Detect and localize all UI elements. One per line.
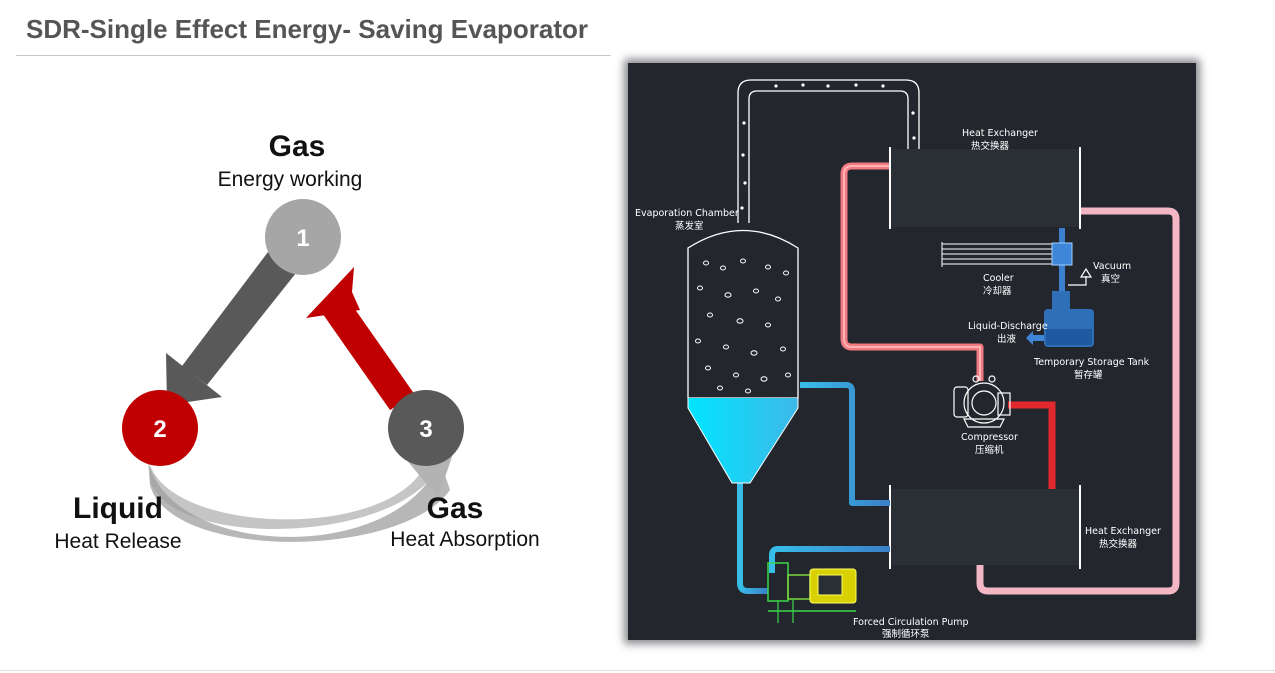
storage-tank-label-cn: 暂存罐 — [1074, 369, 1103, 381]
cooler-label-cn: 冷却器 — [983, 285, 1012, 297]
pump-label-cn: 强制循环泵 — [882, 628, 930, 640]
compressor-outlet-pipe — [1008, 401, 1056, 493]
vapor-bubbles — [740, 83, 916, 210]
cycle-node-3: 3 — [388, 390, 464, 466]
node-3-number: 3 — [419, 416, 432, 443]
node-2-state: Liquid — [73, 492, 163, 525]
cooler — [941, 228, 1073, 295]
vapor-pipe — [737, 79, 920, 223]
storage-tank — [1026, 291, 1094, 347]
compressor-label-cn: 压缩机 — [975, 444, 1004, 456]
top-heat-exchanger-label-cn: 热交换器 — [971, 140, 1010, 152]
evaporation-chamber — [687, 229, 799, 484]
node-3-state: Gas — [427, 492, 484, 525]
compressor-label: Compressor — [961, 432, 1018, 443]
evaporation-chamber-label-cn: 蒸发室 — [675, 220, 704, 232]
arrow-one-to-two — [182, 252, 296, 385]
liquid-discharge-label-cn: 出液 — [997, 333, 1017, 345]
phase-cycle-diagram: 1 Gas Energy working 2 Liquid Heat Relea… — [0, 60, 620, 670]
node-2-description: Heat Release — [54, 530, 181, 553]
top-heat-exchanger — [889, 147, 1081, 229]
node-2-number: 2 — [153, 416, 166, 443]
node-1-circle — [265, 199, 341, 275]
vacuum-label-cn: 真空 — [1101, 273, 1120, 285]
node-3-description: Heat Absorption — [390, 528, 539, 551]
evaporation-chamber-label: Evaporation Chamber — [635, 208, 739, 219]
node-3-circle — [388, 390, 464, 466]
vacuum-arrow — [1068, 267, 1093, 286]
node-1-state: Gas — [269, 130, 326, 163]
cycle-node-2: 2 — [122, 390, 198, 466]
arrow-three-to-one-head — [306, 267, 360, 318]
arrow-two-to-three-inner — [150, 465, 440, 529]
page-title: SDR-Single Effect Energy- Saving Evapora… — [26, 14, 589, 44]
cycle-node-1: 1 — [265, 199, 341, 275]
node-2-circle — [122, 390, 198, 466]
arrow-two-to-three — [148, 460, 450, 542]
top-heat-exchanger-label: Heat Exchanger — [962, 128, 1038, 139]
liquid-discharge-arrow — [1026, 331, 1044, 345]
node-1-number: 1 — [296, 225, 309, 252]
arrow-three-to-one — [320, 295, 415, 410]
evaporator-process-diagram: Heat Exchanger 热交换器 Cooler 冷却器 Vacuum 真空… — [628, 63, 1196, 640]
cooler-label: Cooler — [983, 273, 1014, 284]
storage-tank-label: Temporary Storage Tank — [1033, 357, 1150, 368]
liquid-discharge-label: Liquid-Discharge — [968, 321, 1048, 332]
pump-label: Forced Circulation Pump — [853, 617, 969, 628]
condensate-loop — [976, 207, 1180, 595]
vacuum-label: Vacuum — [1093, 261, 1131, 272]
forced-circulation-pump — [767, 562, 857, 623]
bottom-heat-exchanger-label-cn: 热交换器 — [1099, 538, 1138, 550]
bottom-heat-exchanger — [889, 485, 1081, 569]
compressor — [953, 375, 1011, 428]
node-1-description: Energy working — [218, 168, 363, 191]
title-divider — [16, 55, 611, 56]
bottom-heat-exchanger-label: Heat Exchanger — [1085, 526, 1161, 537]
circulation-pipes — [737, 382, 890, 594]
arrow-one-to-two-head — [166, 353, 222, 405]
bottom-divider — [0, 670, 1275, 671]
